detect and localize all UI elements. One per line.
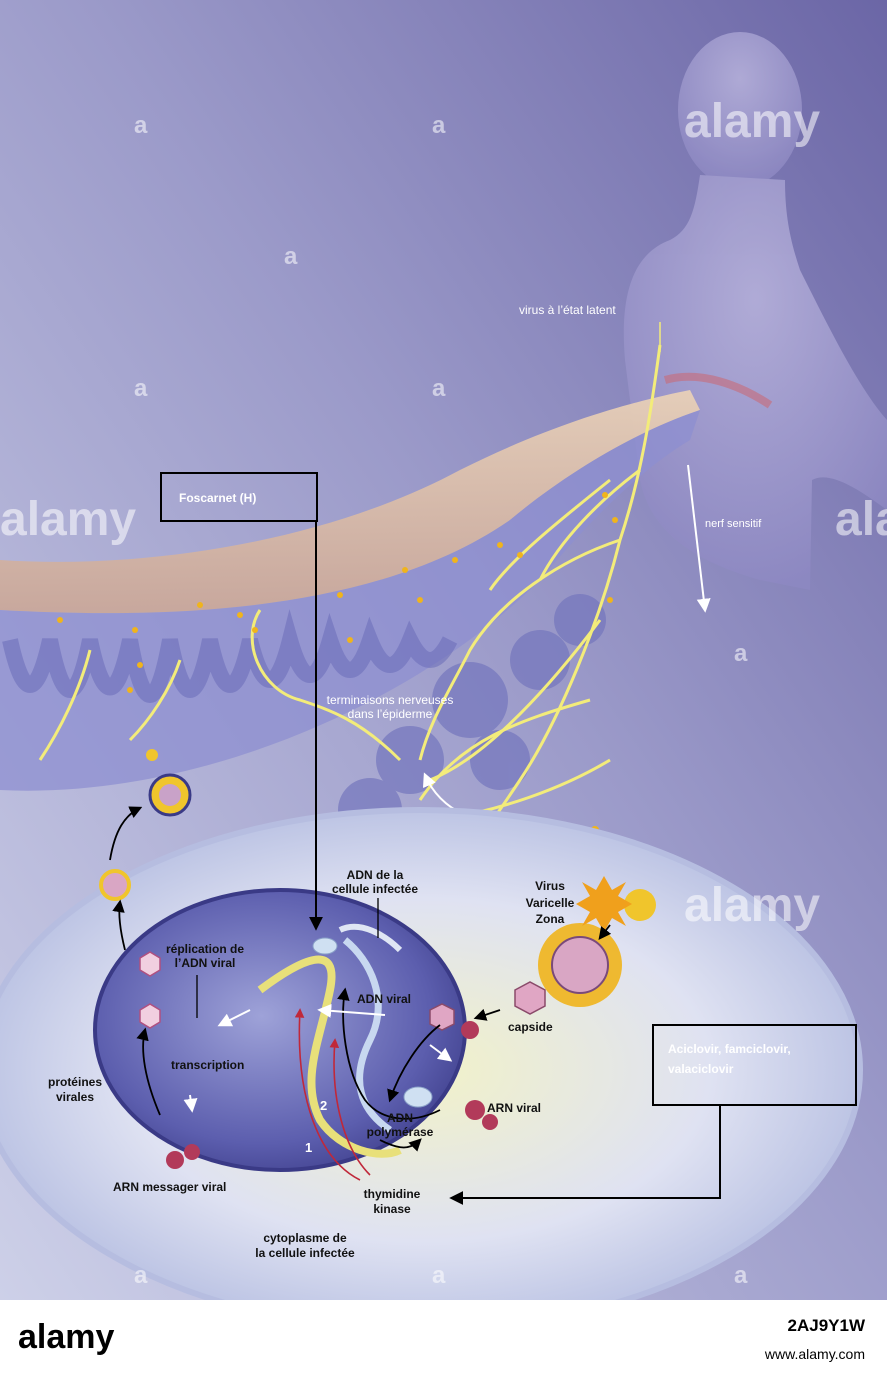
aciclovir-box: Aciclovir, famciclovir, valaciclovir xyxy=(652,1024,857,1106)
footer-brand: alamy xyxy=(18,1318,115,1356)
replication-label-1: réplication de xyxy=(165,942,245,956)
aciclovir-label: Aciclovir, famciclovir, valaciclovir xyxy=(668,1042,791,1076)
step-2-marker: 2 xyxy=(320,1098,328,1113)
thymidine-kinase-label-1: thymidine xyxy=(363,1187,421,1201)
replication-label-2: l’ADN viral xyxy=(174,956,236,970)
virus-label-3: Zona xyxy=(535,912,565,926)
illustration-canvas xyxy=(0,0,887,1300)
virus-label-2: Varicelle xyxy=(525,896,575,910)
cytoplasm-label-2: la cellule infectée xyxy=(255,1246,355,1260)
foscarnet-label: Foscarnet (H) xyxy=(179,491,257,505)
watermark-glyph: a xyxy=(284,243,298,270)
dna-polymerase-label-1: ADN xyxy=(387,1111,413,1125)
nucleus-arrows xyxy=(183,1003,453,1113)
nerve-endings-label-2: dans l’épiderme xyxy=(347,707,433,721)
latent-virus-label: virus à l’état latent xyxy=(519,303,616,317)
latent-site xyxy=(663,372,773,409)
viral-rna-label: ARN viral xyxy=(487,1101,542,1115)
cytoplasm-organelles xyxy=(99,869,498,1169)
watermark-glyph: a xyxy=(734,640,748,667)
nerve-endings-label-1: terminaisons nerveuses xyxy=(326,693,454,707)
viral-mrna-label: ARN messager viral xyxy=(113,1180,227,1194)
watermark-glyph: a xyxy=(432,112,446,139)
budding-virion xyxy=(146,749,192,817)
host-dna-label-1: ADN de la xyxy=(346,868,404,882)
watermark-glyph: a xyxy=(134,375,148,402)
watermark-glyph: a xyxy=(734,1262,748,1289)
viral-proteins-label-2: virales xyxy=(55,1090,95,1104)
thymidine-kinase-label-2: kinase xyxy=(373,1202,411,1216)
illustration: a a a a a a a a a alamy alamy alamy alam… xyxy=(0,0,887,1300)
watermark-glyph: a xyxy=(432,1262,446,1289)
watermark-glyph: a xyxy=(134,112,148,139)
watermark-glyph: a xyxy=(134,1262,148,1289)
foscarnet-box: Foscarnet (H) xyxy=(160,472,318,522)
viral-dna-label: ADN viral xyxy=(357,992,412,1006)
virus-label-1: Virus xyxy=(535,879,565,893)
watermark-text: alamy xyxy=(835,493,887,546)
process-arrows xyxy=(109,806,612,1152)
watermark-text: alamy xyxy=(684,879,821,932)
footer-site: www.alamy.com xyxy=(764,1346,865,1362)
cytoplasm-label-1: cytoplasme de xyxy=(263,1231,347,1245)
watermark-text: alamy xyxy=(684,95,821,148)
viral-proteins-label-1: protéines xyxy=(47,1075,102,1089)
transcription-label: transcription xyxy=(171,1058,245,1072)
watermark-glyph: a xyxy=(432,375,446,402)
aciclovir-arrow xyxy=(449,1105,721,1205)
entering-virus xyxy=(429,876,656,1031)
dna-polymerase-label-2: polymérase xyxy=(366,1125,434,1139)
step-1-marker: 1 xyxy=(305,1140,313,1155)
host-dna-label-2: cellule infectée xyxy=(331,882,419,896)
dna-helix xyxy=(257,923,403,1158)
nerve-direction-arrow xyxy=(687,464,711,613)
stock-footer: alamy 2AJ9Y1W www.alamy.com xyxy=(0,1300,887,1390)
capsid-label: capside xyxy=(508,1020,553,1034)
watermark-text: alamy xyxy=(0,493,137,546)
label-leaders xyxy=(196,898,379,1018)
footer-image-id: 2AJ9Y1W xyxy=(787,1316,865,1335)
inhibition-arrows xyxy=(294,1008,371,1181)
sensory-nerve-label: nerf sensitif xyxy=(705,518,762,530)
